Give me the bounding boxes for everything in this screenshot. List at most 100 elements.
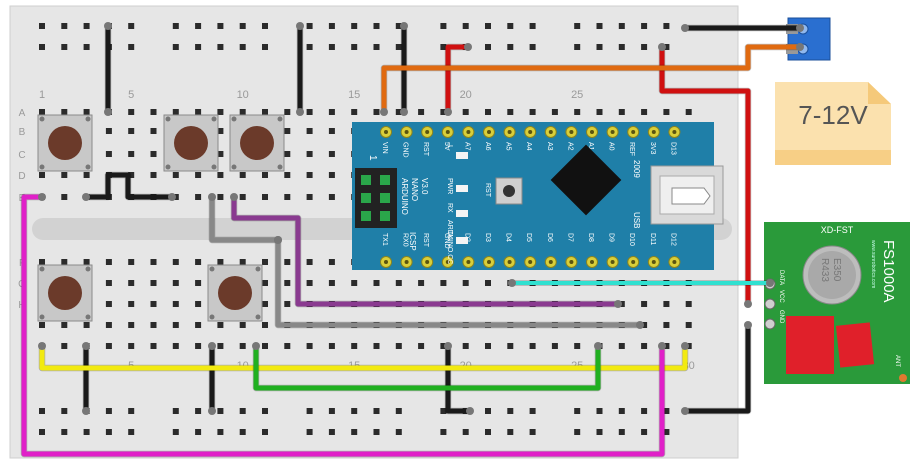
breadboard-hole — [217, 259, 224, 265]
icsp-label: ICSP — [408, 232, 417, 251]
breadboard-hole — [328, 408, 335, 414]
wire-orange — [381, 44, 803, 115]
svg-text:VCC: VCC — [778, 290, 784, 303]
breadboard-hole — [328, 109, 335, 115]
breadboard-hole — [217, 343, 224, 349]
arduino-pin: D9 — [606, 233, 619, 268]
breadboard-hole — [239, 23, 246, 29]
breadboard-hole — [641, 301, 648, 307]
breadboard-hole — [105, 128, 112, 134]
icsp-number: 1 — [367, 155, 378, 161]
arduino-pin: A7 — [462, 126, 475, 151]
breadboard-hole — [529, 109, 536, 115]
power-label-text: 7-12V — [798, 100, 868, 130]
breadboard-hole — [485, 109, 491, 115]
breadboard-hole — [373, 343, 380, 349]
breadboard-hole — [172, 172, 179, 178]
arduino-pin: A2 — [565, 126, 578, 151]
breadboard-hole — [641, 322, 648, 328]
breadboard-hole — [172, 44, 179, 50]
breadboard-hole — [507, 23, 514, 29]
wire-gray-2-end — [636, 321, 644, 329]
arduino-pin: D5 — [524, 233, 537, 268]
wire-black-bottom-3-end — [444, 342, 452, 350]
breadboard-hole — [39, 429, 45, 435]
arduino-pin: D7 — [565, 233, 578, 268]
breadboard-hole — [195, 280, 202, 286]
breadboard-hole — [105, 429, 112, 435]
svg-text:GND: GND — [443, 233, 450, 249]
wire-black-d — [83, 172, 175, 200]
breadboard-hole — [485, 408, 491, 414]
svg-text:D3: D3 — [484, 233, 491, 242]
breadboard-hole — [663, 44, 670, 50]
wire-red-5v — [445, 44, 471, 115]
breadboard-hole — [328, 23, 335, 29]
breadboard-hole — [195, 172, 202, 178]
breadboard-hole — [239, 259, 246, 265]
wire-black-1-end — [104, 22, 112, 30]
breadboard-hole — [507, 109, 514, 115]
breadboard-hole — [195, 408, 202, 414]
breadboard-hole — [217, 109, 224, 115]
breadboard-hole — [507, 343, 514, 349]
breadboard-hole — [128, 408, 135, 414]
breadboard-hole — [128, 172, 135, 178]
breadboard-hole — [105, 151, 112, 157]
breadboard-hole — [195, 343, 202, 349]
rst-label: RST — [484, 183, 491, 198]
row-letter: B — [19, 127, 26, 138]
breadboard-hole — [529, 408, 536, 414]
breadboard-hole — [217, 408, 224, 414]
breadboard-hole — [551, 343, 558, 349]
wire-black-2-end — [296, 22, 304, 30]
svg-text:RX: RX — [446, 203, 453, 213]
svg-text:A7: A7 — [463, 142, 470, 151]
breadboard-hole — [128, 44, 135, 50]
breadboard-hole — [418, 109, 425, 115]
arduino-pin: D6 — [544, 233, 557, 268]
breadboard-hole — [61, 343, 68, 349]
breadboard-hole — [217, 172, 224, 178]
breadboard-hole — [83, 259, 90, 265]
arduino-pin: RST — [421, 233, 434, 268]
breadboard-hole — [618, 23, 625, 29]
breadboard-hole — [462, 280, 469, 286]
svg-text:GND: GND — [402, 142, 409, 158]
breadboard-hole — [328, 194, 335, 200]
breadboard-hole — [306, 429, 313, 435]
wire-yellow-end — [38, 342, 46, 350]
breadboard-hole — [685, 301, 692, 307]
breadboard-hole — [462, 109, 469, 115]
pushbutton — [37, 114, 93, 172]
breadboard-hole — [351, 408, 358, 414]
wire-gray-1-end — [208, 193, 216, 201]
breadboard-hole — [596, 429, 603, 435]
breadboard-hole — [395, 408, 402, 414]
svg-text:PWR: PWR — [446, 178, 453, 194]
pushbuttons — [37, 114, 285, 322]
breadboard-hole — [641, 23, 648, 29]
svg-text:VIN: VIN — [381, 142, 388, 154]
breadboard-hole — [373, 408, 380, 414]
breadboard-hole — [284, 343, 291, 349]
breadboard-hole — [462, 23, 469, 29]
breadboard-hole — [641, 109, 648, 115]
svg-text:D11: D11 — [649, 233, 656, 245]
breadboard-hole — [462, 343, 469, 349]
icsp-pin — [380, 175, 390, 185]
breadboard-hole — [641, 429, 648, 435]
wire-black-bottom-3-end — [466, 407, 474, 415]
breadboard-hole — [551, 109, 558, 115]
breadboard-hole — [395, 44, 402, 50]
breadboard-hole — [195, 44, 202, 50]
breadboard-hole — [61, 408, 68, 414]
breadboard-hole — [128, 280, 135, 286]
breadboard-hole — [150, 322, 157, 328]
breadboard-hole — [105, 301, 112, 307]
breadboard-hole — [284, 172, 291, 178]
icsp-pin — [380, 211, 390, 221]
breadboard-hole — [440, 109, 447, 115]
breadboard-hole — [239, 44, 246, 50]
